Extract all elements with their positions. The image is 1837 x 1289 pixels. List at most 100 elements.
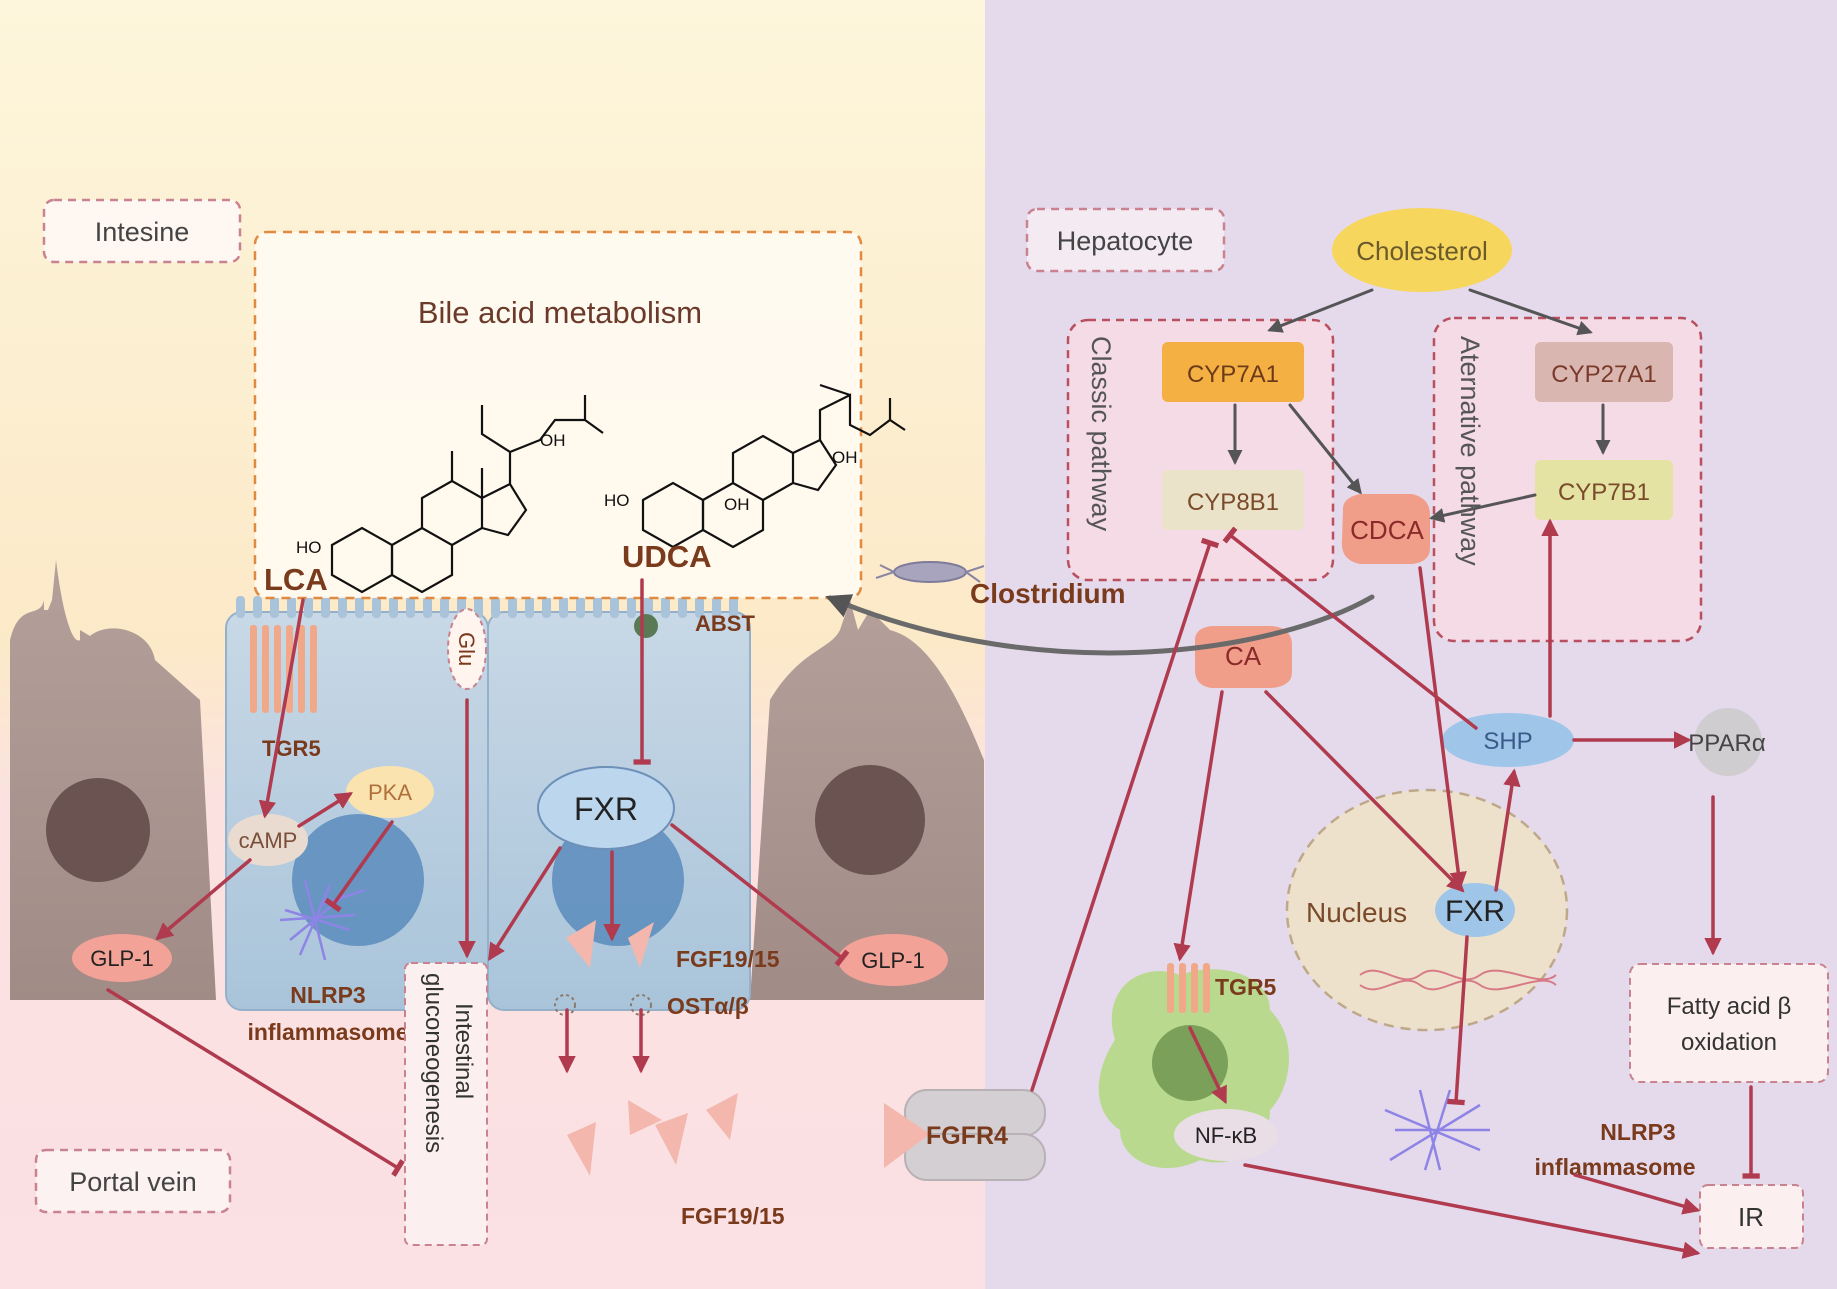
hepatocyte-region-label: Hepatocyte: [1025, 207, 1226, 273]
classic-pathway-label: Classic pathway: [1086, 336, 1116, 532]
svg-text:NF-κB: NF-κB: [1195, 1123, 1257, 1148]
svg-text:CYP27A1: CYP27A1: [1551, 361, 1656, 388]
nlrp3-liver-line2: inflammasome: [1534, 1154, 1695, 1180]
fgf19-15-particles: [566, 920, 654, 968]
microvillus: [661, 596, 670, 618]
svg-text:Fatty acid β: Fatty acid β: [1667, 993, 1792, 1020]
ost-label: OSTα/β: [667, 993, 749, 1019]
svg-text:Intestinal: Intestinal: [450, 1003, 477, 1099]
tgr5-label-liver: TGR5: [1215, 974, 1277, 1000]
enterocyte-nucleus-left: [292, 814, 424, 946]
microvillus: [270, 596, 279, 618]
ir-box: IR: [1699, 1184, 1804, 1249]
svg-text:Intesine: Intesine: [95, 217, 190, 247]
microvillus: [627, 596, 636, 618]
abst-label: ABST: [695, 611, 755, 636]
microvillus: [729, 596, 738, 618]
microvilli: [236, 596, 738, 618]
microvillus: [610, 596, 619, 618]
fgf-label-bottom: FGF19/15: [681, 1203, 785, 1229]
right-cell-nucleus: [815, 765, 925, 875]
nlrp3-liver-line1: NLRP3: [1600, 1119, 1675, 1145]
fxr-node-intestine: FXR: [537, 766, 675, 850]
cyp27a1-node: CYP27A1: [1535, 342, 1673, 402]
left-cell-nucleus: [46, 778, 150, 882]
svg-text:GLP-1: GLP-1: [861, 948, 925, 973]
microvillus: [287, 596, 296, 618]
lca-oh-label: OH: [540, 431, 566, 450]
cyp7b1-node: CYP7B1: [1535, 460, 1673, 520]
shp-node: SHP: [1442, 713, 1574, 767]
left-epithelial-cell: [10, 560, 216, 1000]
udca-oh-label: OH: [724, 495, 750, 514]
microvillus: [389, 596, 398, 618]
svg-text:IR: IR: [1738, 1202, 1764, 1232]
lca-structure: [330, 395, 604, 594]
pathway-arrows: [106, 288, 1760, 1259]
svg-text:PPARα: PPARα: [1688, 730, 1766, 757]
microvillus: [695, 596, 704, 618]
lca-label: LCA: [264, 562, 328, 597]
microvillus: [355, 596, 364, 618]
svg-text:Cholesterol: Cholesterol: [1356, 236, 1488, 266]
nucleus-label: Nucleus: [1306, 897, 1407, 928]
clostridium-bacterium-icon: [875, 561, 985, 583]
microvillus: [576, 596, 585, 618]
svg-text:CA: CA: [1225, 641, 1262, 671]
cholesterol-node: Cholesterol: [1332, 208, 1512, 292]
microvillus: [491, 596, 500, 618]
svg-text:Hepatocyte: Hepatocyte: [1057, 226, 1194, 256]
microvillus: [508, 596, 517, 618]
microvillus: [712, 596, 721, 618]
microvillus: [304, 596, 313, 618]
glu-transporter: Glu: [447, 608, 487, 690]
microvillus: [423, 596, 432, 618]
udca-ho-label: HO: [604, 491, 630, 510]
dna-icon: [1359, 969, 1557, 991]
svg-text:gluconeogenesis: gluconeogenesis: [420, 973, 447, 1153]
microvillus: [542, 596, 551, 618]
nlrp3-label-line1: NLRP3: [290, 982, 365, 1008]
nlrp3-inflammasome-icon-liver: [1384, 1089, 1490, 1171]
fgfr4-label: FGFR4: [926, 1122, 1008, 1150]
svg-text:FXR: FXR: [574, 791, 638, 827]
nfkb-node: NF-κB: [1174, 1109, 1278, 1161]
fxr-node-liver: FXR: [1435, 883, 1515, 937]
microvillus: [474, 596, 483, 618]
svg-text:FXR: FXR: [1445, 895, 1505, 928]
intestinal-gluconeogenesis-box: Intestinal gluconeogenesis: [404, 962, 488, 1246]
abst-transporter: [634, 614, 658, 638]
microvillus: [678, 596, 687, 618]
microvillus: [321, 596, 330, 618]
microvillus: [525, 596, 534, 618]
microvillus: [406, 596, 415, 618]
portal-vein-region-label: Portal vein: [34, 1148, 232, 1214]
bile-box-title: Bile acid metabolism: [418, 295, 702, 330]
svg-text:cAMP: cAMP: [239, 828, 298, 853]
glp1-left-node: GLP-1: [72, 934, 172, 982]
cyp8b1-node: CYP8B1: [1162, 470, 1304, 530]
svg-text:CYP8B1: CYP8B1: [1187, 489, 1279, 516]
fgf19-15-circulating: [567, 1093, 738, 1176]
camp-node: cAMP: [228, 814, 308, 866]
ost-transporter: [554, 994, 652, 1016]
svg-text:CYP7B1: CYP7B1: [1558, 479, 1650, 506]
ca-node: CA: [1195, 626, 1292, 688]
microvillus: [593, 596, 602, 618]
microvillus: [338, 596, 347, 618]
cdca-node: CDCA: [1341, 494, 1430, 564]
svg-text:PKA: PKA: [368, 780, 412, 805]
fgfr4-receptor: [884, 1089, 1046, 1181]
svg-text:SHP: SHP: [1483, 728, 1532, 755]
udca-structure: [641, 383, 906, 549]
cyp7a1-node: CYP7A1: [1162, 342, 1304, 402]
udca-label: UDCA: [622, 539, 712, 574]
glp1-right-node: GLP-1: [838, 934, 948, 986]
tgr5-receptor-liver: [1167, 963, 1210, 1013]
lca-ho-label: HO: [296, 538, 322, 557]
nlrp3-label-line2: inflammasome: [247, 1019, 408, 1045]
clostridium-label: Clostridium: [970, 578, 1126, 609]
pka-node: PKA: [346, 766, 434, 818]
